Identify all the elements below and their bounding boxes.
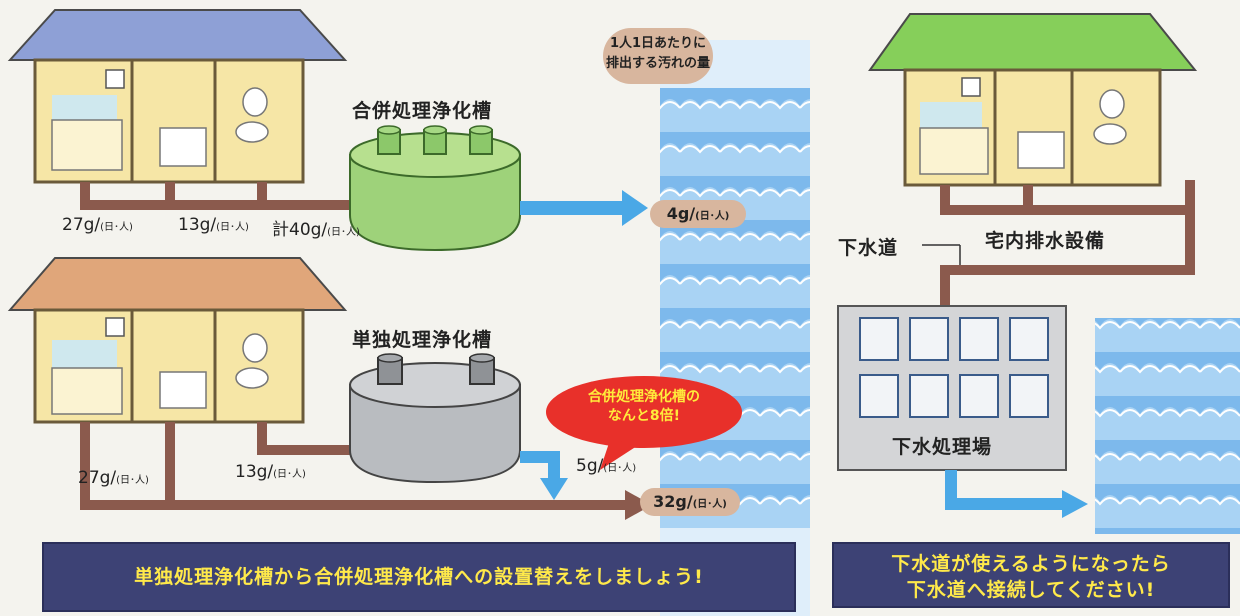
river-label-pill: 1人1日あたりに 排出する汚れの量 [603,28,713,84]
sink-icon [919,127,989,175]
bathtub-icon [1017,131,1065,169]
single-discharge-pill: 32g/(日･人) [640,488,740,516]
banner-right: 下水道が使えるようになったら 下水道へ接続してください! [832,542,1230,608]
callout-bubble [546,376,742,470]
single-treated-amount: 5g/(日･人) [576,456,637,476]
toilet-icon [242,333,268,363]
roof-blue [7,9,348,61]
arrow-single [520,451,568,500]
pipe-arrowhead [625,490,652,520]
house-single [7,257,348,424]
roof-orange [7,257,348,311]
callout-text: 合併処理浄化槽の なんと8倍! [588,389,700,424]
tank-combined [349,125,521,252]
combined-discharge-pill: 4g/(日･人) [650,200,746,228]
arrow-plant [945,470,1088,518]
combined-amount-1: 27g/(日･人) [62,215,133,235]
arrow-combined [520,190,648,226]
sink-icon [51,119,123,171]
pipes-combined [80,182,360,210]
single-amount-1: 27g/(日･人) [78,468,149,488]
roof-green [868,13,1198,71]
house-sewer [868,13,1198,187]
window-icon [961,77,981,97]
toilet-icon [242,87,268,117]
window-icon [105,69,125,89]
pipes-single [80,422,630,510]
bathtub-icon [159,127,207,167]
banner-left: 単独処理浄化槽から合併処理浄化槽への設置替えをしましょう! [42,542,796,612]
sink-icon [51,367,123,415]
toilet-icon [1099,89,1125,119]
house-combined [7,9,348,184]
treatment-plant [837,305,1067,471]
house-drain-label: 宅内排水設備 [985,230,1106,252]
bathtub-icon [159,371,207,409]
tank-single [349,353,521,484]
pipes-sewer [940,180,1195,308]
combined-amount-2: 13g/(日･人) [178,215,249,235]
river-water [660,88,810,528]
single-tank-title: 単独処理浄化槽 [352,329,493,351]
combined-tank-title: 合併処理浄化槽 [352,100,493,122]
treatment-plant-label: 下水処理場 [892,436,993,458]
single-amount-2: 13g/(日･人) [235,462,306,482]
window-icon [105,317,125,337]
sea-water [1095,318,1240,534]
combined-amount-total: 計40g/(日･人) [272,220,360,240]
sewer-label: 下水道 [838,237,899,259]
